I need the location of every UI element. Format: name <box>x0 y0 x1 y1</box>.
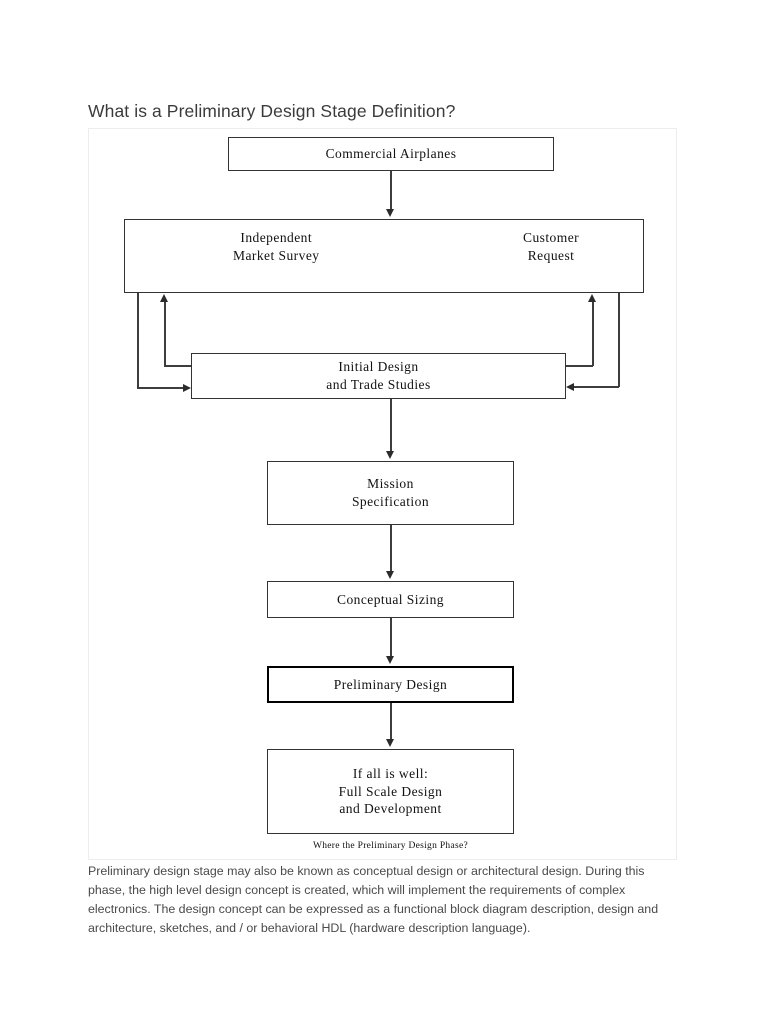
node-commercial-airplanes-line1: Commercial Airplanes <box>325 146 457 162</box>
page-title: What is a Preliminary Design Stage Defin… <box>88 101 456 121</box>
customer-line1: Customer <box>523 230 580 245</box>
connector-left-outer-vertical <box>137 293 139 388</box>
connector-right-outer-vertical <box>618 293 620 387</box>
connector-initial-to-mission <box>390 399 392 453</box>
arrowhead-sizing-to-preliminary <box>386 656 394 664</box>
arrowhead-right-into-sources <box>588 294 596 302</box>
connector-right-inner-horizontal <box>565 365 593 367</box>
connector-preliminary-to-fullscale <box>390 703 392 741</box>
connector-left-inner-vertical <box>164 301 166 366</box>
arrowhead-preliminary-to-fullscale <box>386 739 394 747</box>
node-full-scale-design[interactable]: If all is well: Full Scale Design and De… <box>267 749 514 834</box>
independent-line1: Independent <box>240 230 313 245</box>
connector-airplanes-to-sources <box>390 171 392 211</box>
node-conceptual-sizing-line1: Conceptual Sizing <box>336 591 444 607</box>
connector-right-outer-horizontal <box>574 386 619 388</box>
node-preliminary-design-line1: Preliminary Design <box>333 676 448 692</box>
figure-caption: Where the Preliminary Design Phase? <box>312 841 469 851</box>
arrowhead-mission-to-sizing <box>386 571 394 579</box>
connector-sizing-to-preliminary <box>390 618 392 658</box>
node-initial-design-line1: Initial Design <box>338 359 419 375</box>
connector-right-inner-vertical <box>592 301 594 366</box>
connector-left-inner-horizontal <box>164 365 192 367</box>
arrowhead-right-into-initial-design <box>566 383 574 391</box>
node-preliminary-design[interactable]: Preliminary Design <box>267 666 514 703</box>
arrowhead-airplanes-to-sources <box>386 209 394 217</box>
node-full-scale-line1: If all is well: <box>352 765 429 781</box>
node-customer-request: Customer Request <box>523 229 579 265</box>
node-independent-market-survey: Independent Market Survey <box>233 229 319 265</box>
flowchart-figure: Commercial Airplanes Independent Market … <box>88 128 677 860</box>
connector-mission-to-sizing <box>390 525 392 573</box>
customer-line2: Request <box>527 247 575 263</box>
arrowhead-left-into-sources <box>160 294 168 302</box>
node-initial-design-line2: and Trade Studies <box>326 377 431 392</box>
connector-left-outer-horizontal <box>137 387 183 389</box>
node-commercial-airplanes[interactable]: Commercial Airplanes <box>228 137 554 171</box>
arrowhead-initial-to-mission <box>386 451 394 459</box>
node-mission-specification[interactable]: Mission Specification <box>267 461 514 525</box>
node-market-sources[interactable]: Independent Market Survey Customer Reque… <box>124 219 644 293</box>
node-full-scale-line3: and Development <box>339 801 442 817</box>
node-conceptual-sizing[interactable]: Conceptual Sizing <box>267 581 514 618</box>
arrowhead-left-into-initial-design <box>183 384 191 392</box>
node-mission-line1: Mission <box>367 476 414 492</box>
node-full-scale-line2: Full Scale Design <box>338 783 443 799</box>
node-mission-line2: Specification <box>351 494 430 509</box>
independent-line2: Market Survey <box>233 247 320 263</box>
flowchart-canvas: Commercial Airplanes Independent Market … <box>89 129 678 861</box>
body-paragraph: Preliminary design stage may also be kno… <box>88 864 659 935</box>
node-initial-design[interactable]: Initial Design and Trade Studies <box>191 353 566 399</box>
